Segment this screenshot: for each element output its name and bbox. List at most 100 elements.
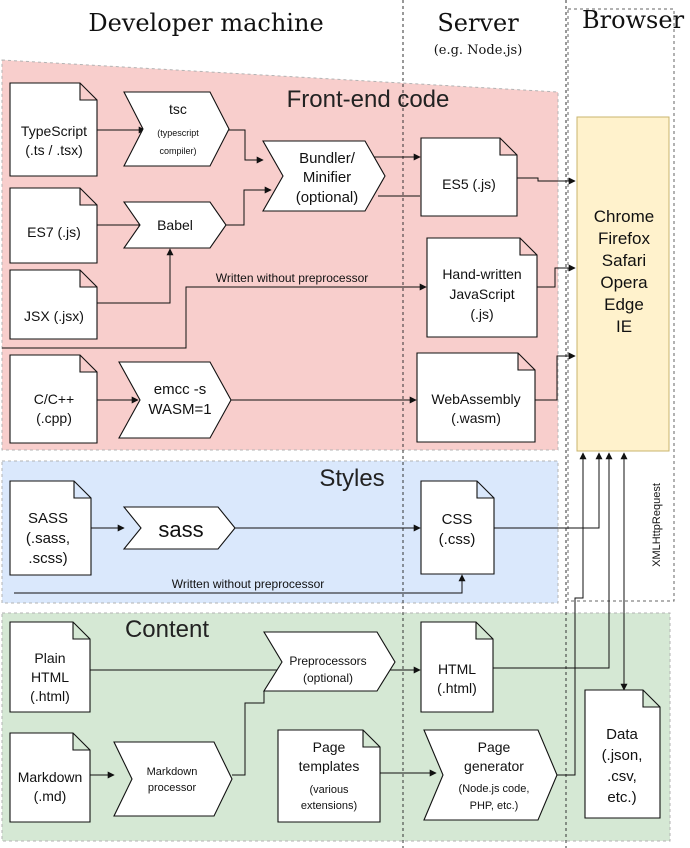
bundler-line1: Bundler/ bbox=[299, 150, 356, 167]
styles-section-title: Styles bbox=[319, 465, 384, 492]
page-templates-line4: extensions) bbox=[301, 800, 357, 812]
edge-js-direct bbox=[2, 283, 427, 349]
server-header: Server bbox=[437, 9, 519, 37]
wasm-file-line1: WebAssembly bbox=[431, 391, 520, 407]
server-subheader: (e.g. Node.js) bbox=[434, 43, 523, 58]
browser-edge: Edge bbox=[604, 295, 644, 314]
tsc-line1: tsc bbox=[169, 101, 187, 117]
edge-label-css-direct: Written without preprocessor bbox=[172, 577, 325, 591]
emcc-line1: emcc -s bbox=[154, 381, 207, 398]
browser-opera: Opera bbox=[600, 273, 648, 292]
handwritten-js-line2: JavaScript bbox=[449, 286, 514, 302]
edge-jsx-babel bbox=[96, 248, 174, 304]
edge-babel-bundler bbox=[226, 186, 272, 226]
tsc-line3: compiler) bbox=[159, 146, 196, 156]
cpp-file bbox=[9, 354, 98, 444]
data-file-line2: (.json, bbox=[602, 747, 643, 764]
es7-file-label: ES7 (.js) bbox=[27, 224, 81, 240]
edge-css-browser bbox=[494, 452, 603, 529]
frontend-section-title: Front-end code bbox=[287, 86, 450, 113]
preprocessors-line2: (optional) bbox=[303, 671, 353, 685]
edge-tsc-bundler bbox=[228, 129, 264, 164]
css-file-line1: CSS bbox=[442, 511, 473, 528]
edge-html-browser bbox=[493, 452, 613, 669]
page-templates-file bbox=[277, 729, 381, 823]
data-file-line1: Data bbox=[606, 726, 638, 743]
browser-safari: Safari bbox=[602, 251, 646, 270]
edge-handwritten-browser bbox=[537, 264, 576, 288]
content-section-title: Content bbox=[125, 616, 209, 643]
es7-file bbox=[9, 187, 98, 264]
sass-file-line1: SASS bbox=[28, 510, 68, 527]
browser-header: Browser bbox=[582, 6, 685, 34]
bundler-line2: Minifier bbox=[303, 169, 351, 186]
markdown-file-line2: (.md) bbox=[34, 788, 67, 804]
edge-wasm-browser bbox=[535, 352, 576, 401]
data-file bbox=[584, 689, 661, 819]
bundler-process bbox=[262, 140, 386, 212]
browser-list-box bbox=[576, 116, 670, 452]
plain-html-file bbox=[9, 621, 91, 713]
browser-chrome: Chrome bbox=[594, 207, 654, 226]
cpp-file-line2: (.cpp) bbox=[36, 410, 72, 426]
handwritten-js-line1: Hand-written bbox=[442, 266, 521, 282]
sass-file-line2: (.sass, bbox=[26, 530, 70, 547]
html-file bbox=[420, 621, 494, 713]
page-generator-line1: Page bbox=[478, 739, 511, 755]
page-generator-line4: PHP, etc.) bbox=[470, 800, 519, 812]
jsx-file-label: JSX (.jsx) bbox=[24, 308, 84, 324]
data-file-line4: etc.) bbox=[607, 789, 636, 806]
html-file-line1: HTML bbox=[438, 661, 476, 677]
emcc-process bbox=[118, 361, 232, 439]
es5-file-label: ES5 (.js) bbox=[442, 176, 496, 192]
babel-label: Babel bbox=[157, 217, 193, 233]
wasm-file bbox=[416, 352, 536, 443]
css-file-line2: (.css) bbox=[439, 531, 476, 548]
sass-process-label: sass bbox=[158, 517, 203, 542]
sass-process bbox=[122, 506, 236, 550]
tsc-process bbox=[123, 91, 230, 167]
typescript-file bbox=[9, 82, 98, 177]
markdown-processor-line1: Markdown bbox=[147, 766, 198, 778]
markdown-processor-process bbox=[113, 741, 233, 817]
page-generator-line3: (Node.js code, bbox=[459, 783, 530, 795]
edge-generator-browser bbox=[557, 452, 587, 776]
browser-ie: IE bbox=[616, 317, 632, 336]
css-file bbox=[420, 480, 495, 575]
markdown-processor-line2: processor bbox=[148, 782, 197, 794]
edge-es5-browser bbox=[517, 177, 576, 185]
preprocessors-process bbox=[263, 631, 396, 692]
markdown-file bbox=[9, 732, 91, 823]
typescript-file-line2: (.ts / .tsx) bbox=[25, 142, 83, 158]
page-templates-line2: templates bbox=[299, 758, 360, 774]
edge-css-direct bbox=[14, 574, 466, 594]
cpp-file-line1: C/C++ bbox=[34, 391, 74, 407]
tsc-line2: (typescript bbox=[157, 128, 199, 138]
bundler-line3: (optional) bbox=[296, 189, 359, 206]
plain-html-line3: (.html) bbox=[30, 688, 70, 704]
es5-file bbox=[420, 137, 518, 217]
page-generator-process bbox=[423, 729, 558, 821]
wasm-file-line2: (.wasm) bbox=[451, 410, 501, 426]
emcc-line2: WASM=1 bbox=[148, 401, 211, 418]
developer-machine-header: Developer machine bbox=[88, 9, 323, 37]
data-file-line3: .csv, bbox=[607, 768, 637, 785]
browser-list: Chrome Firefox Safari Opera Edge IE bbox=[594, 207, 654, 336]
browser-firefox: Firefox bbox=[598, 229, 650, 248]
edge-mdproc-preprocessors bbox=[232, 691, 265, 776]
plain-html-line2: HTML bbox=[31, 669, 69, 685]
handwritten-js-line3: (.js) bbox=[470, 306, 493, 322]
typescript-file-line1: TypeScript bbox=[21, 123, 87, 139]
sass-file bbox=[9, 480, 92, 576]
handwritten-js-file bbox=[426, 237, 538, 338]
html-file-line2: (.html) bbox=[437, 680, 477, 696]
edge-label-js-direct: Written without preprocessor bbox=[216, 271, 369, 285]
page-templates-line3: (various bbox=[309, 784, 349, 796]
preprocessors-line1: Preprocessors bbox=[289, 654, 366, 668]
jsx-file bbox=[9, 269, 98, 340]
page-generator-line2: generator bbox=[464, 758, 524, 774]
markdown-file-line1: Markdown bbox=[18, 769, 83, 785]
page-templates-line1: Page bbox=[313, 739, 346, 755]
plain-html-line1: Plain bbox=[34, 650, 65, 666]
